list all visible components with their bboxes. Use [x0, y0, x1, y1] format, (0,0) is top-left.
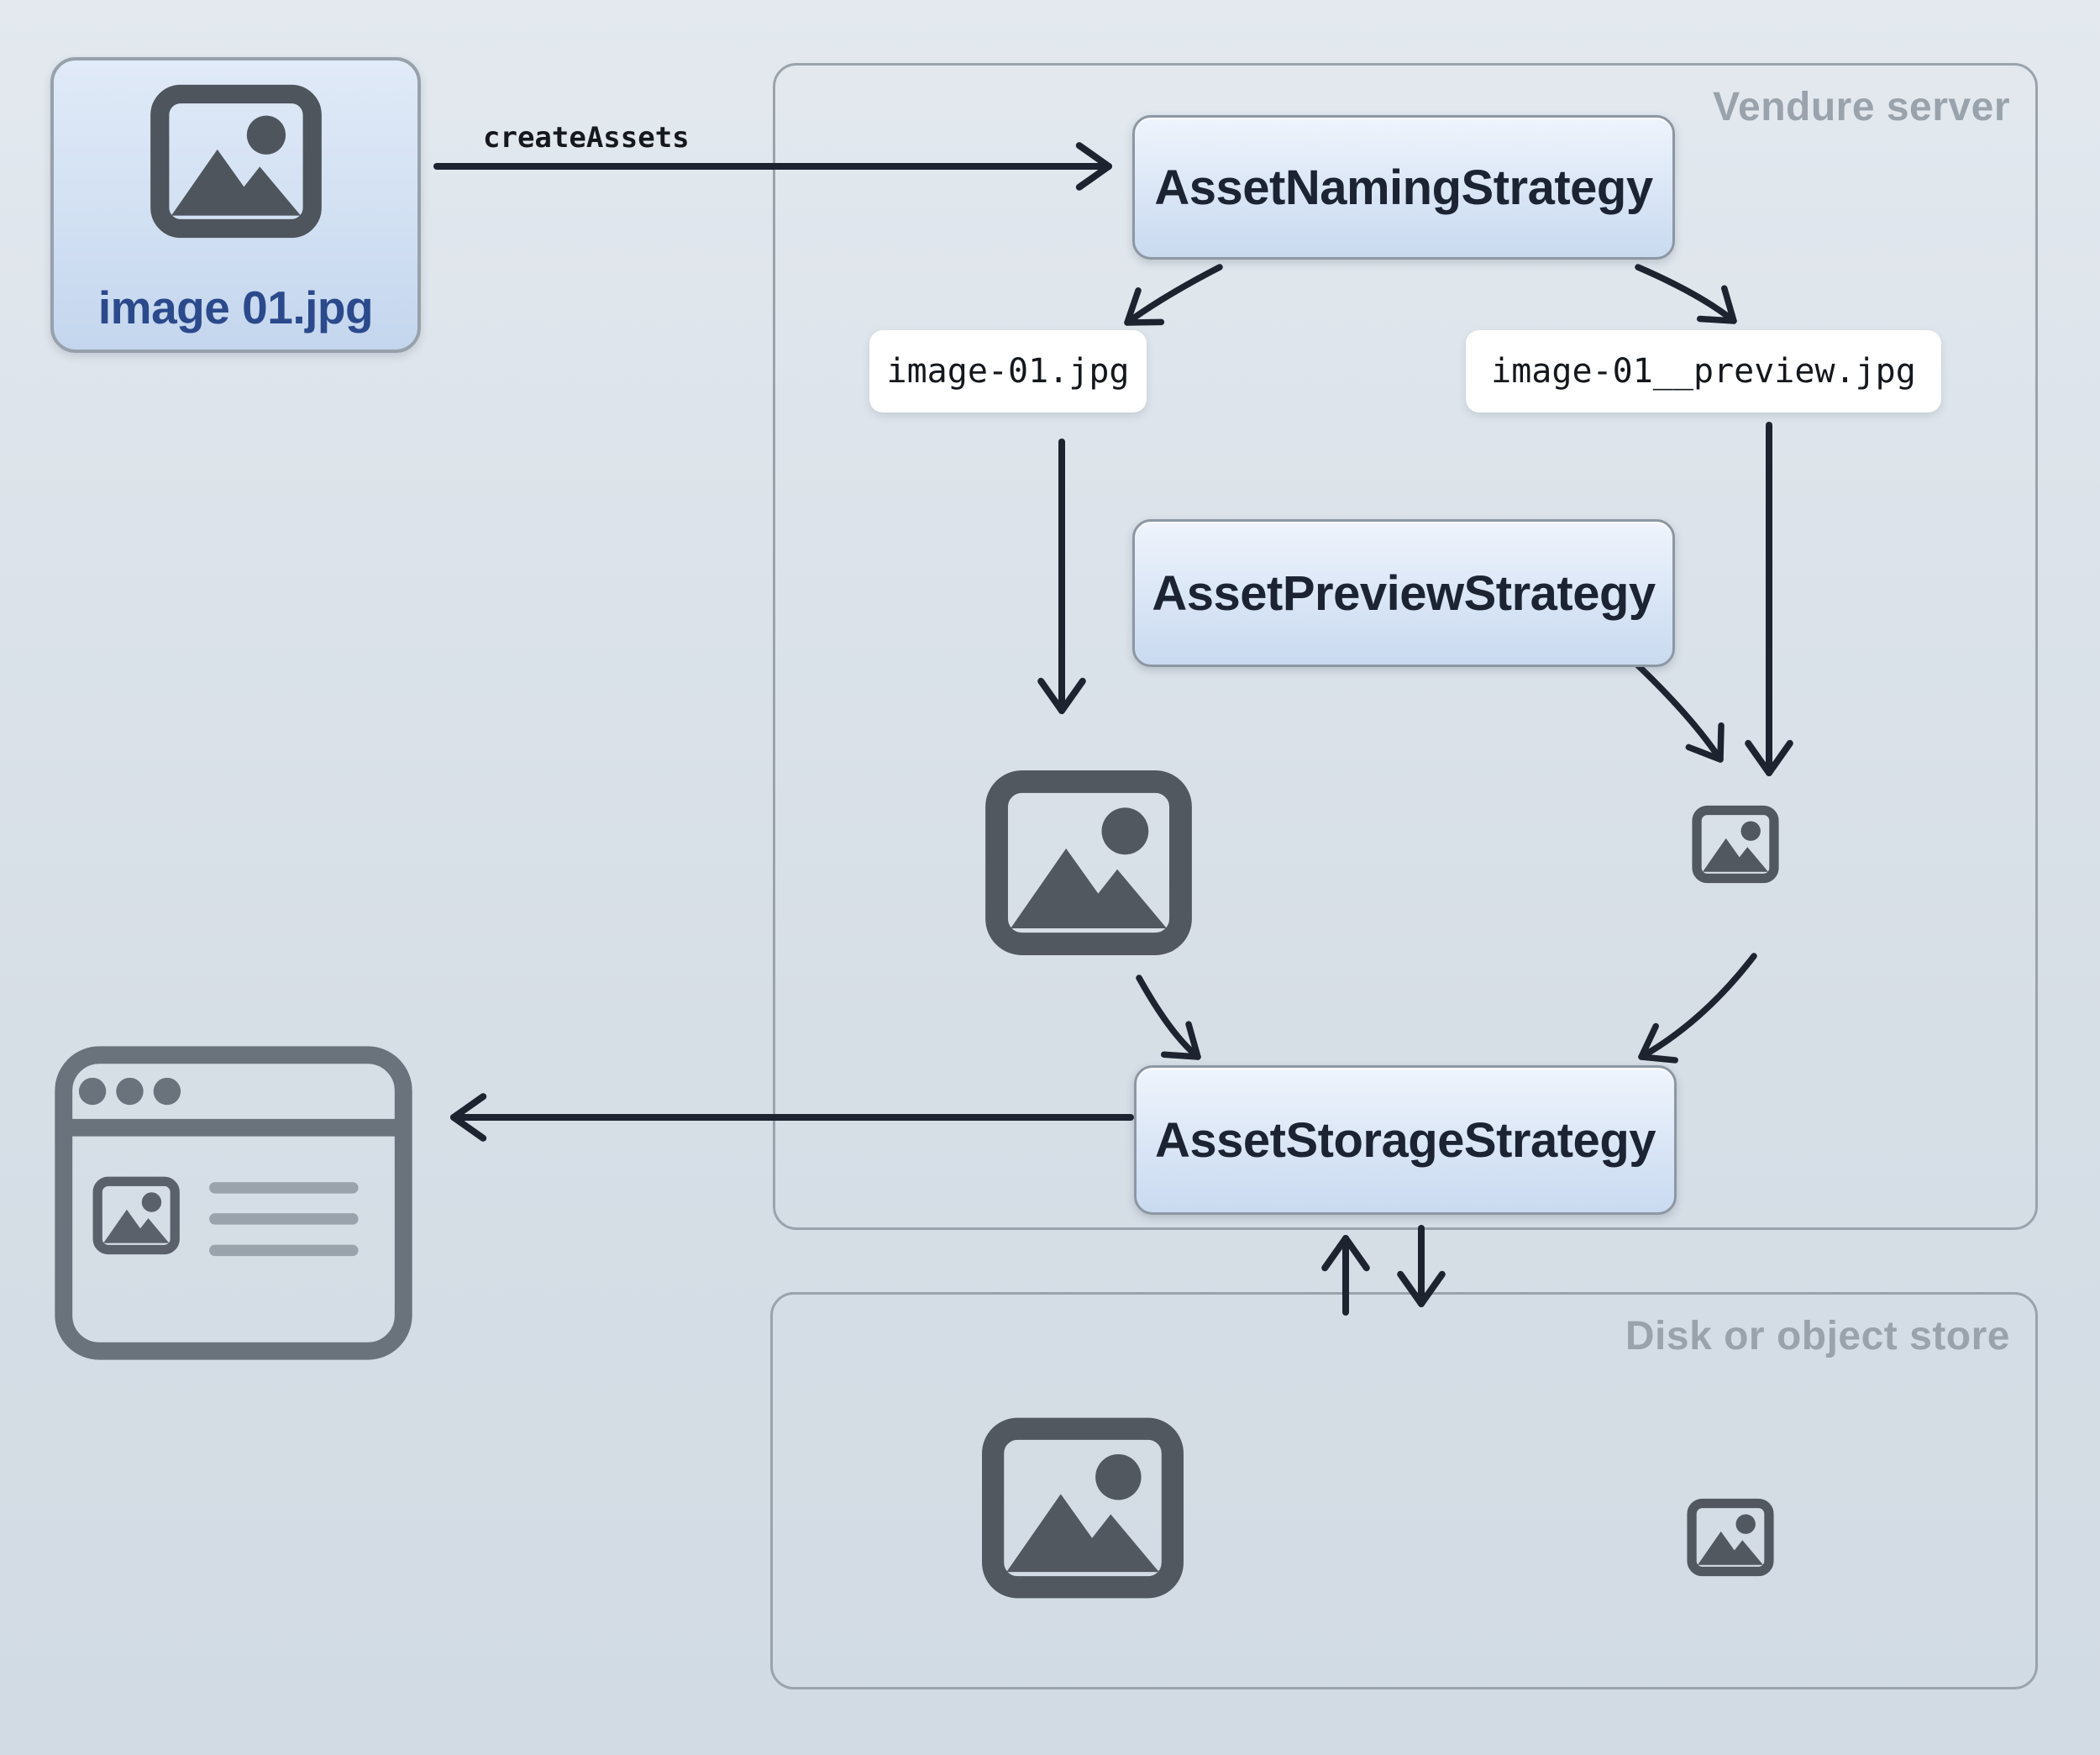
- image-icon-small: [1687, 1497, 1774, 1578]
- source-file-card: image 01.jpg: [50, 57, 421, 353]
- filename-original-label: image-01.jpg: [869, 330, 1147, 412]
- image-icon: [981, 1416, 1184, 1600]
- node-asset-naming-strategy: AssetNamingStrategy: [1132, 115, 1675, 260]
- browser-window-icon: [49, 1040, 418, 1366]
- node-asset-storage-strategy: AssetStorageStrategy: [1134, 1065, 1677, 1215]
- image-icon: [148, 84, 324, 239]
- create-assets-label: createAssets: [483, 121, 690, 155]
- disk-store-container: Disk or object store: [770, 1292, 2038, 1689]
- disk-store-label: Disk or object store: [1625, 1314, 2010, 1358]
- image-icon-small: [1692, 805, 1779, 884]
- vendure-server-label: Vendure server: [1713, 85, 2010, 129]
- node-asset-preview-strategy: AssetPreviewStrategy: [1132, 519, 1675, 667]
- image-icon: [984, 770, 1193, 956]
- source-file-name: image 01.jpg: [97, 281, 374, 334]
- filename-preview-label: image-01__preview.jpg: [1466, 330, 1941, 412]
- vendure-server-container: Vendure server: [773, 63, 2038, 1230]
